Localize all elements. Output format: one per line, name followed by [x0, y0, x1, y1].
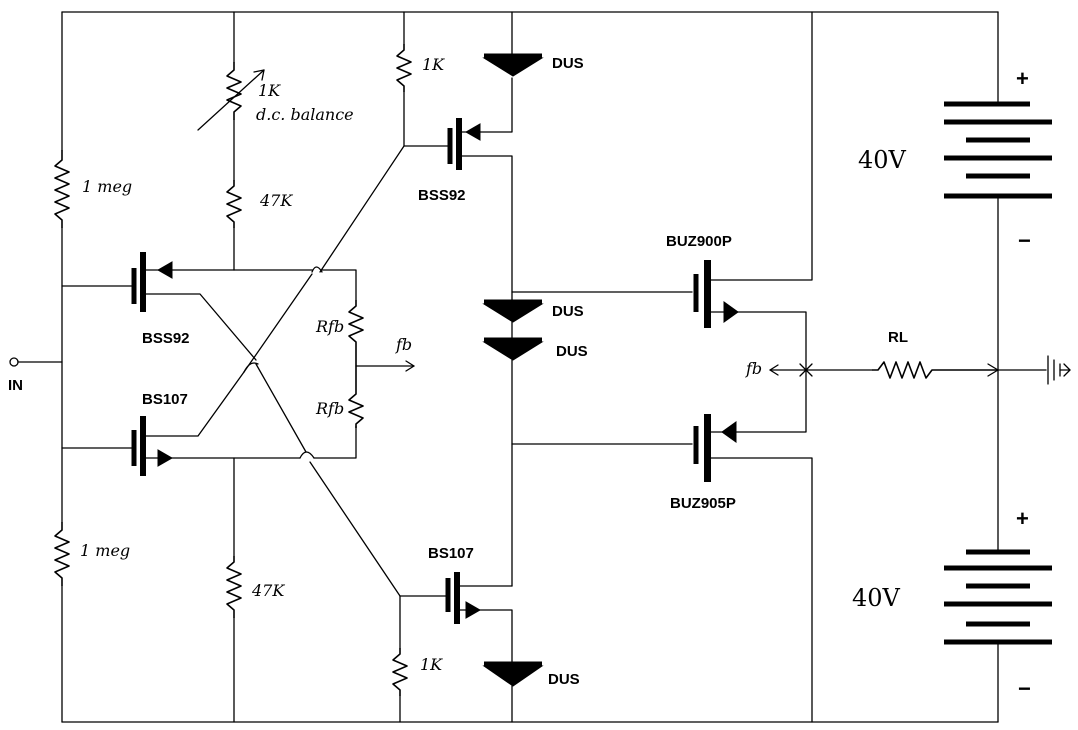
battery-bottom-voltage: 40V: [852, 584, 901, 612]
diode-top-label: DUS: [552, 55, 584, 72]
transistor-left-top-label: BSS92: [142, 330, 190, 347]
transistor-mid-top-label: BSS92: [418, 187, 466, 204]
battery-top-plus: +: [1016, 66, 1029, 91]
potentiometer-note: d.c. balance: [256, 105, 354, 124]
battery-bottom-minus: −: [1018, 676, 1031, 701]
input-terminal: [9, 11, 133, 723]
battery-bottom: [944, 549, 1052, 645]
resistor-1k-top-label: 1K: [422, 55, 445, 74]
resistor-in-bottom: [54, 522, 70, 586]
resistor-1k-top: [396, 11, 449, 147]
battery-top-voltage: 40V: [858, 146, 907, 174]
ground-icon: [1063, 363, 1071, 377]
transistor-out-bottom: [693, 369, 813, 723]
cross-wires: [233, 145, 405, 597]
diode-mid-1-label: DUS: [552, 303, 584, 320]
resistor-in-top-label: 1 meg: [82, 177, 132, 196]
resistor-fb-top: [348, 300, 364, 368]
transistor-out-bottom-label: BUZ905P: [670, 495, 736, 512]
transistor-mid-top: [447, 77, 513, 301]
battery-top: [944, 101, 1052, 199]
diode-top: [482, 11, 544, 77]
resistor-load-label: RL: [888, 329, 908, 346]
resistor-47k-bottom-label: 47K: [251, 581, 285, 600]
resistor-load: [872, 361, 996, 379]
fb-center-label: fb: [395, 335, 412, 354]
resistor-fb-bottom: [348, 368, 364, 428]
transistor-mid-bottom-label: BS107: [428, 545, 474, 562]
transistor-out-top: [693, 11, 813, 371]
transistor-left-top: [131, 252, 257, 361]
potentiometer-dc-balance: [197, 11, 265, 131]
fb-tap-arrow: [355, 360, 415, 372]
resistor-in-top: [54, 150, 70, 228]
battery-bottom-plus: +: [1016, 506, 1029, 531]
fb-output-label: fb: [745, 359, 762, 378]
diode-bottom-label: DUS: [548, 671, 580, 688]
resistor-fb-top-label: Rfb: [315, 317, 344, 336]
transistor-mid-bottom: [399, 572, 513, 663]
input-label: IN: [8, 377, 23, 394]
resistor-fb-bottom-label: Rfb: [315, 399, 344, 418]
transistor-out-top-label: BUZ900P: [666, 233, 732, 250]
battery-top-minus: −: [1018, 228, 1031, 253]
transistor-left-bottom: [131, 371, 301, 476]
diode-bottom: [482, 661, 544, 723]
resistor-47k-top-label: 47K: [259, 191, 293, 210]
diode-mid-1: [482, 291, 693, 323]
resistor-47k-top: [226, 119, 242, 271]
ground-node: [987, 355, 1071, 385]
resistor-1k-bottom: [392, 595, 408, 723]
transistor-left-bottom-label: BS107: [142, 391, 188, 408]
diode-mid-2: [482, 321, 693, 587]
resistor-in-bottom-label: 1 meg: [80, 541, 130, 560]
potentiometer-label: 1K: [258, 81, 281, 100]
output-node: [769, 363, 873, 377]
resistor-47k-bottom: [226, 457, 242, 723]
diode-mid-2-label: DUS: [556, 343, 588, 360]
resistor-1k-bottom-label: 1K: [420, 655, 443, 674]
